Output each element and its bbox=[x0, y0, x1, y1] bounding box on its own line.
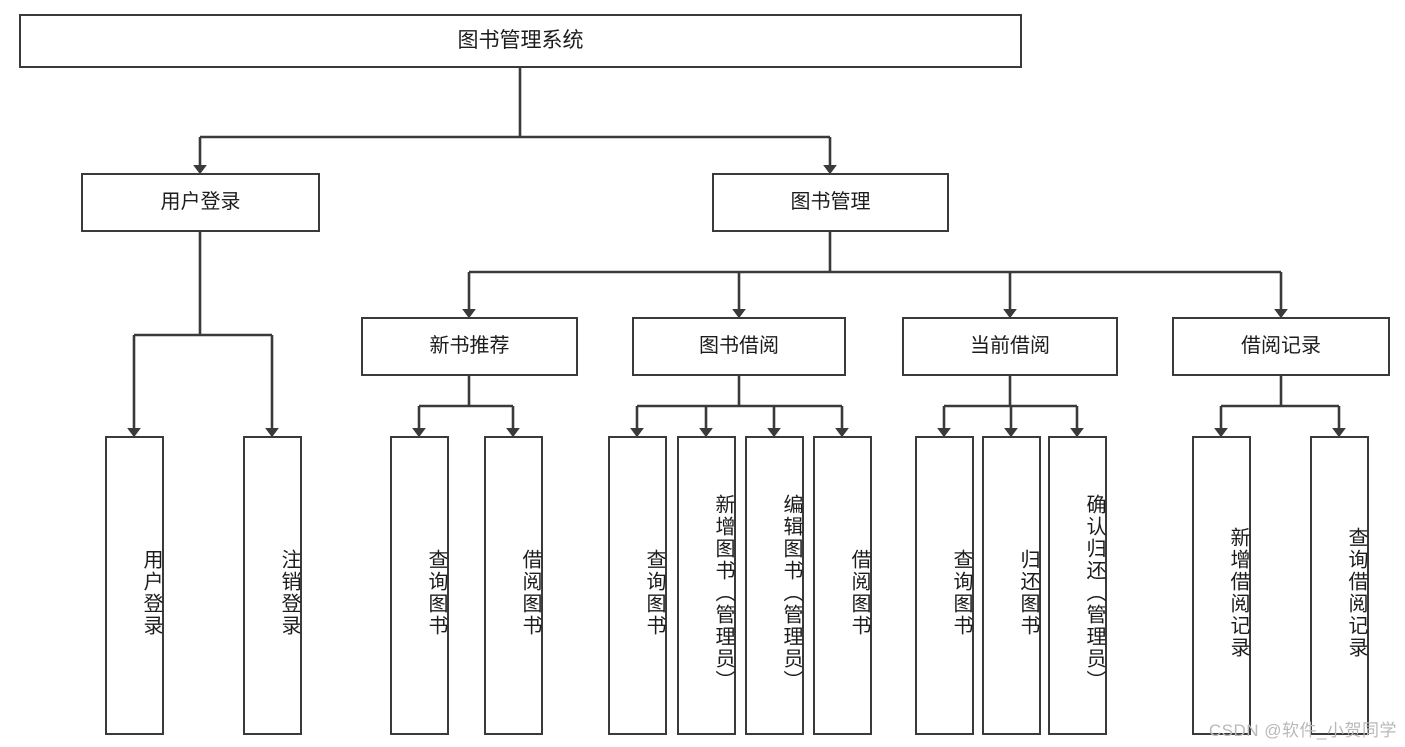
node-leaf-borrow-book-1[interactable]: 借阅图书 bbox=[484, 436, 543, 735]
node-leaf-query-book-2-label: 查询图书 bbox=[643, 548, 665, 637]
node-borrow-record-label: 借阅记录 bbox=[1241, 334, 1321, 357]
node-leaf-query-book-1[interactable]: 查询图书 bbox=[390, 436, 449, 735]
node-leaf-return-book[interactable]: 归还图书 bbox=[982, 436, 1041, 735]
node-leaf-query-record[interactable]: 查询借阅记录 bbox=[1310, 436, 1369, 735]
node-leaf-confirm-return-label: 确认归还（管理员） bbox=[1083, 493, 1105, 692]
node-leaf-query-record-label: 查询借阅记录 bbox=[1345, 526, 1367, 659]
node-leaf-logout-login-label: 注销登录 bbox=[278, 548, 300, 637]
node-book-manage[interactable]: 图书管理 bbox=[712, 173, 949, 232]
node-leaf-borrow-book-2-label: 借阅图书 bbox=[848, 548, 870, 637]
node-borrow-record[interactable]: 借阅记录 bbox=[1172, 317, 1390, 376]
node-new-book-rec[interactable]: 新书推荐 bbox=[361, 317, 578, 376]
node-leaf-user-login-label: 用户登录 bbox=[140, 548, 162, 637]
node-leaf-query-book-3[interactable]: 查询图书 bbox=[915, 436, 974, 735]
node-root-label: 图书管理系统 bbox=[457, 28, 584, 52]
node-current-borrow[interactable]: 当前借阅 bbox=[902, 317, 1118, 376]
node-leaf-borrow-book-1-label: 借阅图书 bbox=[519, 548, 541, 637]
node-user-login-label: 用户登录 bbox=[160, 190, 241, 213]
node-leaf-query-book-1-label: 查询图书 bbox=[425, 548, 447, 637]
node-root[interactable]: 图书管理系统 bbox=[19, 14, 1022, 68]
node-user-login[interactable]: 用户登录 bbox=[81, 173, 320, 232]
node-leaf-user-login[interactable]: 用户登录 bbox=[105, 436, 164, 735]
node-book-borrow-label: 图书借阅 bbox=[699, 334, 779, 357]
node-leaf-add-book[interactable]: 新增图书（管理员） bbox=[677, 436, 736, 735]
csdn-watermark: CSDN @软件_小贺同学 bbox=[1208, 721, 1397, 740]
node-leaf-add-record[interactable]: 新增借阅记录 bbox=[1192, 436, 1251, 735]
node-leaf-confirm-return[interactable]: 确认归还（管理员） bbox=[1048, 436, 1107, 735]
node-leaf-add-book-label: 新增图书（管理员） bbox=[712, 493, 734, 692]
node-leaf-edit-book[interactable]: 编辑图书（管理员） bbox=[745, 436, 804, 735]
node-current-borrow-label: 当前借阅 bbox=[970, 334, 1050, 357]
node-leaf-borrow-book-2[interactable]: 借阅图书 bbox=[813, 436, 872, 735]
node-leaf-query-book-3-label: 查询图书 bbox=[950, 548, 972, 637]
node-new-book-rec-label: 新书推荐 bbox=[429, 334, 510, 357]
node-leaf-edit-book-label: 编辑图书（管理员） bbox=[780, 493, 802, 692]
node-leaf-logout-login[interactable]: 注销登录 bbox=[243, 436, 302, 735]
node-book-borrow[interactable]: 图书借阅 bbox=[632, 317, 846, 376]
node-leaf-query-book-2[interactable]: 查询图书 bbox=[608, 436, 667, 735]
node-leaf-return-book-label: 归还图书 bbox=[1017, 548, 1039, 637]
node-leaf-add-record-label: 新增借阅记录 bbox=[1227, 526, 1249, 659]
node-book-manage-label: 图书管理 bbox=[790, 190, 871, 213]
